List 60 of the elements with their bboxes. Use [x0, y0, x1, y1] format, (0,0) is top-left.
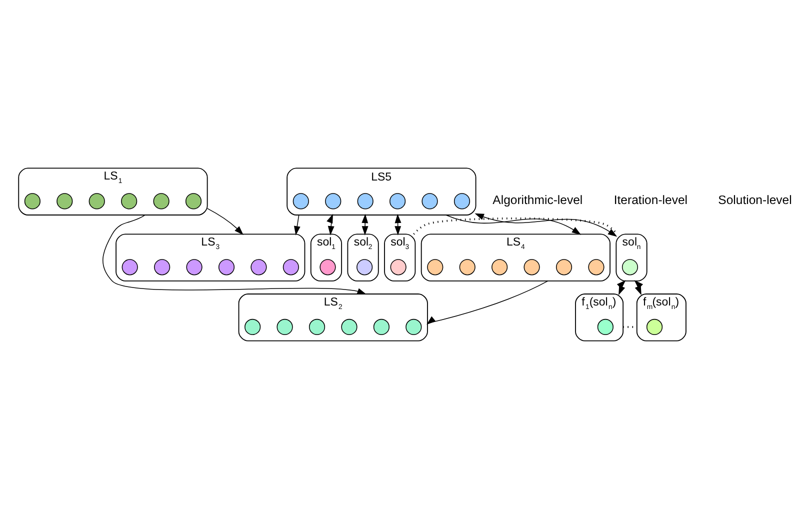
node-circle	[406, 318, 422, 336]
arrow	[294, 214, 300, 236]
cluster: f$_{m}$(sol$_{n}$)	[636, 294, 686, 342]
node-circle	[154, 259, 170, 276]
cluster: f$_{1}$(sol$_{n}$)	[575, 294, 624, 342]
cluster: LS$_{1}$	[18, 168, 208, 216]
cluster: LS$_{3}$	[116, 234, 306, 282]
node-circle	[524, 259, 540, 276]
node-circle	[320, 259, 336, 276]
node-circle	[454, 193, 470, 210]
connector	[413, 217, 618, 235]
node-circle	[308, 318, 326, 336]
cluster: LS5	[286, 168, 476, 216]
node-circle	[422, 193, 438, 210]
node-circle	[646, 318, 663, 336]
node-circle	[186, 259, 202, 276]
node-circle	[622, 259, 638, 276]
node-circle	[24, 193, 40, 210]
arrow	[474, 213, 618, 237]
node-circle	[250, 259, 267, 276]
node-circle	[153, 193, 170, 210]
node-circle	[459, 259, 476, 276]
node-circle	[56, 193, 73, 210]
node-circle	[390, 259, 406, 276]
node-circle	[292, 193, 309, 210]
node-circle	[373, 318, 390, 336]
label: Iteration-level	[614, 193, 688, 208]
node-circle	[390, 193, 406, 210]
arrow	[446, 214, 582, 235]
node-circle	[218, 259, 235, 276]
node-circle	[244, 318, 261, 336]
arrow	[362, 214, 368, 236]
label: Algorithmic-level	[492, 193, 583, 208]
arrow	[102, 214, 366, 294]
node-circle	[325, 193, 342, 210]
node-circle	[341, 318, 358, 336]
node-circle	[588, 259, 604, 276]
arrow	[326, 214, 334, 236]
arrow	[206, 208, 244, 235]
node-circle	[357, 193, 374, 210]
node-circle	[492, 259, 508, 276]
node-circle	[356, 259, 373, 276]
node-circle	[282, 259, 299, 276]
node-circle	[121, 193, 138, 210]
node-circle	[276, 318, 293, 336]
arrow	[394, 214, 402, 236]
cluster: sol$_{2}$	[347, 234, 379, 282]
cluster: LS$_{4}$	[420, 234, 610, 282]
node-circle	[556, 259, 572, 276]
node-circle	[122, 259, 138, 276]
arrow	[426, 280, 548, 325]
node-circle	[427, 259, 444, 276]
node-circle	[185, 193, 202, 210]
cluster: LS$_{2}$	[238, 294, 428, 342]
cluster: sol$_{3}$	[384, 234, 416, 282]
cluster: sol$_{n}$	[616, 234, 648, 282]
cluster: sol$_{1}$	[310, 234, 342, 282]
node-circle	[88, 193, 105, 210]
label: Solution-level	[718, 193, 792, 208]
node-circle	[597, 318, 614, 336]
